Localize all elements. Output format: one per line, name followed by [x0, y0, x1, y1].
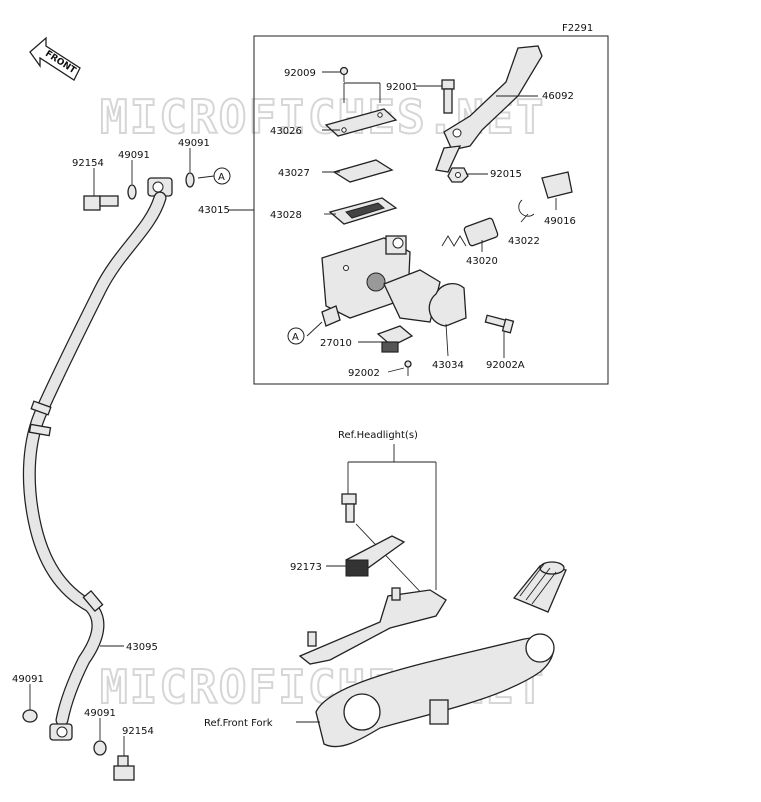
headlight-bracket — [298, 587, 447, 665]
part-92002-screw — [404, 360, 412, 376]
callout-a-left: A — [213, 167, 231, 185]
label-92009: 92009 — [284, 68, 316, 79]
callout-a-frame: A — [287, 327, 305, 345]
part-43095-brake-hose — [22, 191, 167, 727]
label-43034: 43034 — [432, 360, 464, 371]
label-92015: 92015 — [490, 169, 522, 180]
label-43020: 43020 — [466, 256, 498, 267]
label-92173: 92173 — [290, 562, 322, 573]
part-43020-piston — [441, 217, 499, 247]
part-49091-top-washer1 — [127, 184, 137, 200]
label-27010: 27010 — [320, 338, 352, 349]
svg-text:A: A — [292, 332, 299, 343]
label-43022: 43022 — [508, 236, 540, 247]
label-49091-bot2: 49091 — [84, 708, 116, 719]
svg-text:A: A — [218, 172, 225, 183]
leader-lines-frame — [228, 71, 557, 373]
label-46092: 46092 — [542, 91, 574, 102]
part-49091-bot-washer2 — [93, 740, 107, 756]
triple-clamp — [315, 561, 567, 748]
label-43027: 43027 — [278, 168, 310, 179]
label-43026: 43026 — [270, 126, 302, 137]
hose-top-banjo — [147, 177, 173, 197]
label-49091-top2: 49091 — [178, 138, 210, 149]
label-92002a: 92002A — [486, 360, 525, 371]
part-49091-bot-washer1 — [22, 709, 38, 723]
part-49016-boot — [541, 171, 573, 199]
label-92154-bot: 92154 — [122, 726, 154, 737]
part-27010-switch — [376, 325, 414, 353]
headlight-bolt — [341, 493, 357, 523]
master-cylinder-frame — [253, 35, 609, 385]
label-92002: 92002 — [348, 368, 380, 379]
label-49091-top1: 49091 — [118, 150, 150, 161]
part-43027-plate — [332, 159, 394, 183]
part-43028-diaphragm — [328, 197, 398, 225]
ref-front-fork: Ref.Front Fork — [204, 718, 273, 729]
front-arrow-icon: FRONT — [29, 36, 81, 81]
part-92009-screw — [339, 66, 349, 82]
part-92002a-bolt — [484, 314, 515, 334]
part-43026-cap — [324, 108, 398, 137]
label-43028: 43028 — [270, 210, 302, 221]
part-49091-top-washer2 — [185, 172, 195, 188]
part-43022-circlip — [518, 199, 535, 217]
part-master-cylinder-body — [321, 235, 441, 327]
label-49091-bot1: 49091 — [12, 674, 44, 685]
label-92001: 92001 — [386, 82, 418, 93]
hose-bottom-banjo — [49, 723, 73, 741]
part-92015-nut — [447, 167, 469, 183]
diagram-code: F2291 — [562, 23, 593, 34]
label-49016: 49016 — [544, 216, 576, 227]
part-92154-top-bolt — [83, 195, 119, 211]
label-43015: 43015 — [198, 205, 230, 216]
leader-lines-headlight — [347, 444, 437, 601]
part-92173-clip — [345, 535, 406, 577]
ref-headlight: Ref.Headlight(s) — [338, 430, 418, 441]
part-46092-lever — [435, 45, 543, 173]
label-43095: 43095 — [126, 642, 158, 653]
part-92001-bolt — [441, 79, 455, 114]
label-92154-top: 92154 — [72, 158, 104, 169]
part-92154-bot-bolt — [113, 755, 135, 781]
